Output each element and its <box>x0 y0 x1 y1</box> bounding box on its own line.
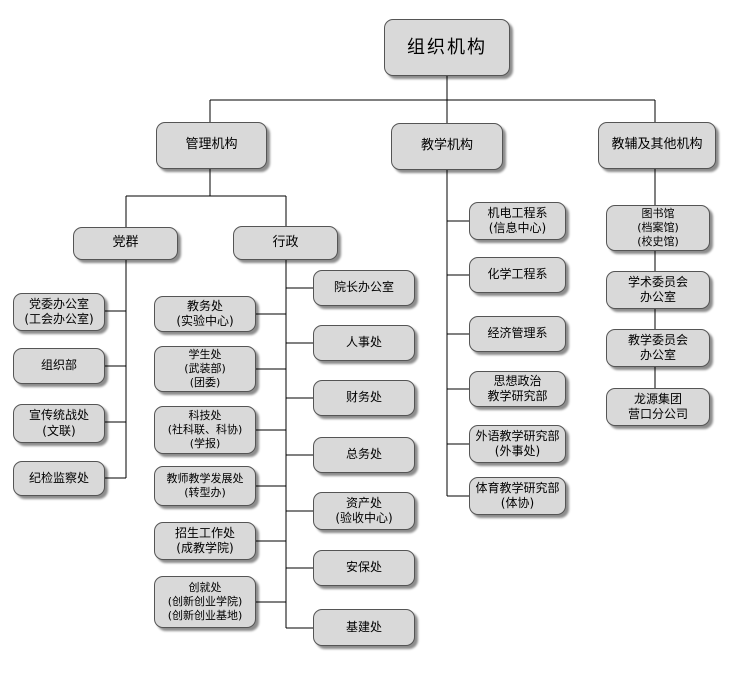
node-hr-dept: 人事处 <box>313 325 415 361</box>
node-support: 教辅及其他机构 <box>598 122 716 169</box>
node-construction-dept: 基建处 <box>313 609 415 646</box>
node-teaching-committee: 教学委员会 办公室 <box>606 329 710 367</box>
node-library: 图书馆 (档案馆) (校史馆) <box>606 205 710 251</box>
node-organization-dept: 组织部 <box>13 348 105 384</box>
node-foreign-language: 外语教学研究部 (外事处) <box>469 425 566 463</box>
node-propaganda-dept: 宣传统战处 (文联) <box>13 404 105 443</box>
node-mechatronics: 机电工程系 (信息中心) <box>469 202 566 240</box>
node-security-dept: 安保处 <box>313 550 415 586</box>
node-admin: 行政 <box>233 226 338 260</box>
node-root: 组织机构 <box>384 19 510 76</box>
node-political-education: 思想政治 教学研究部 <box>469 371 566 407</box>
node-admissions: 招生工作处 (成教学院) <box>154 522 256 560</box>
node-assets-dept: 资产处 (验收中心) <box>313 492 415 530</box>
node-party-office: 党委办公室 (工会办公室) <box>13 293 105 331</box>
node-teaching: 教学机构 <box>391 123 503 170</box>
node-longyuan-group: 龙源集团 营口分公司 <box>606 388 710 426</box>
node-teacher-development: 教师教学发展处 (转型办) <box>154 466 256 506</box>
node-chemical-engineering: 化学工程系 <box>469 257 566 293</box>
node-management: 管理机构 <box>156 122 267 169</box>
node-economic-management: 经济管理系 <box>469 316 566 352</box>
node-student-affairs: 学生处 (武装部) (团委) <box>154 346 256 392</box>
node-general-affairs: 总务处 <box>313 437 415 473</box>
node-finance-dept: 财务处 <box>313 380 415 416</box>
node-president-office: 院长办公室 <box>313 270 415 306</box>
node-party: 党群 <box>73 227 178 260</box>
node-academic-affairs: 教务处 (实验中心) <box>154 296 256 332</box>
node-science-tech: 科技处 (社科联、科协) (学报) <box>154 406 256 454</box>
node-physical-education: 体育教学研究部 (体协) <box>469 477 566 515</box>
node-innovation-entrepreneurship: 创就处 (创新创业学院) (创新创业基地) <box>154 576 256 628</box>
node-academic-committee: 学术委员会 办公室 <box>606 271 710 309</box>
node-discipline-dept: 纪检监察处 <box>13 461 105 496</box>
